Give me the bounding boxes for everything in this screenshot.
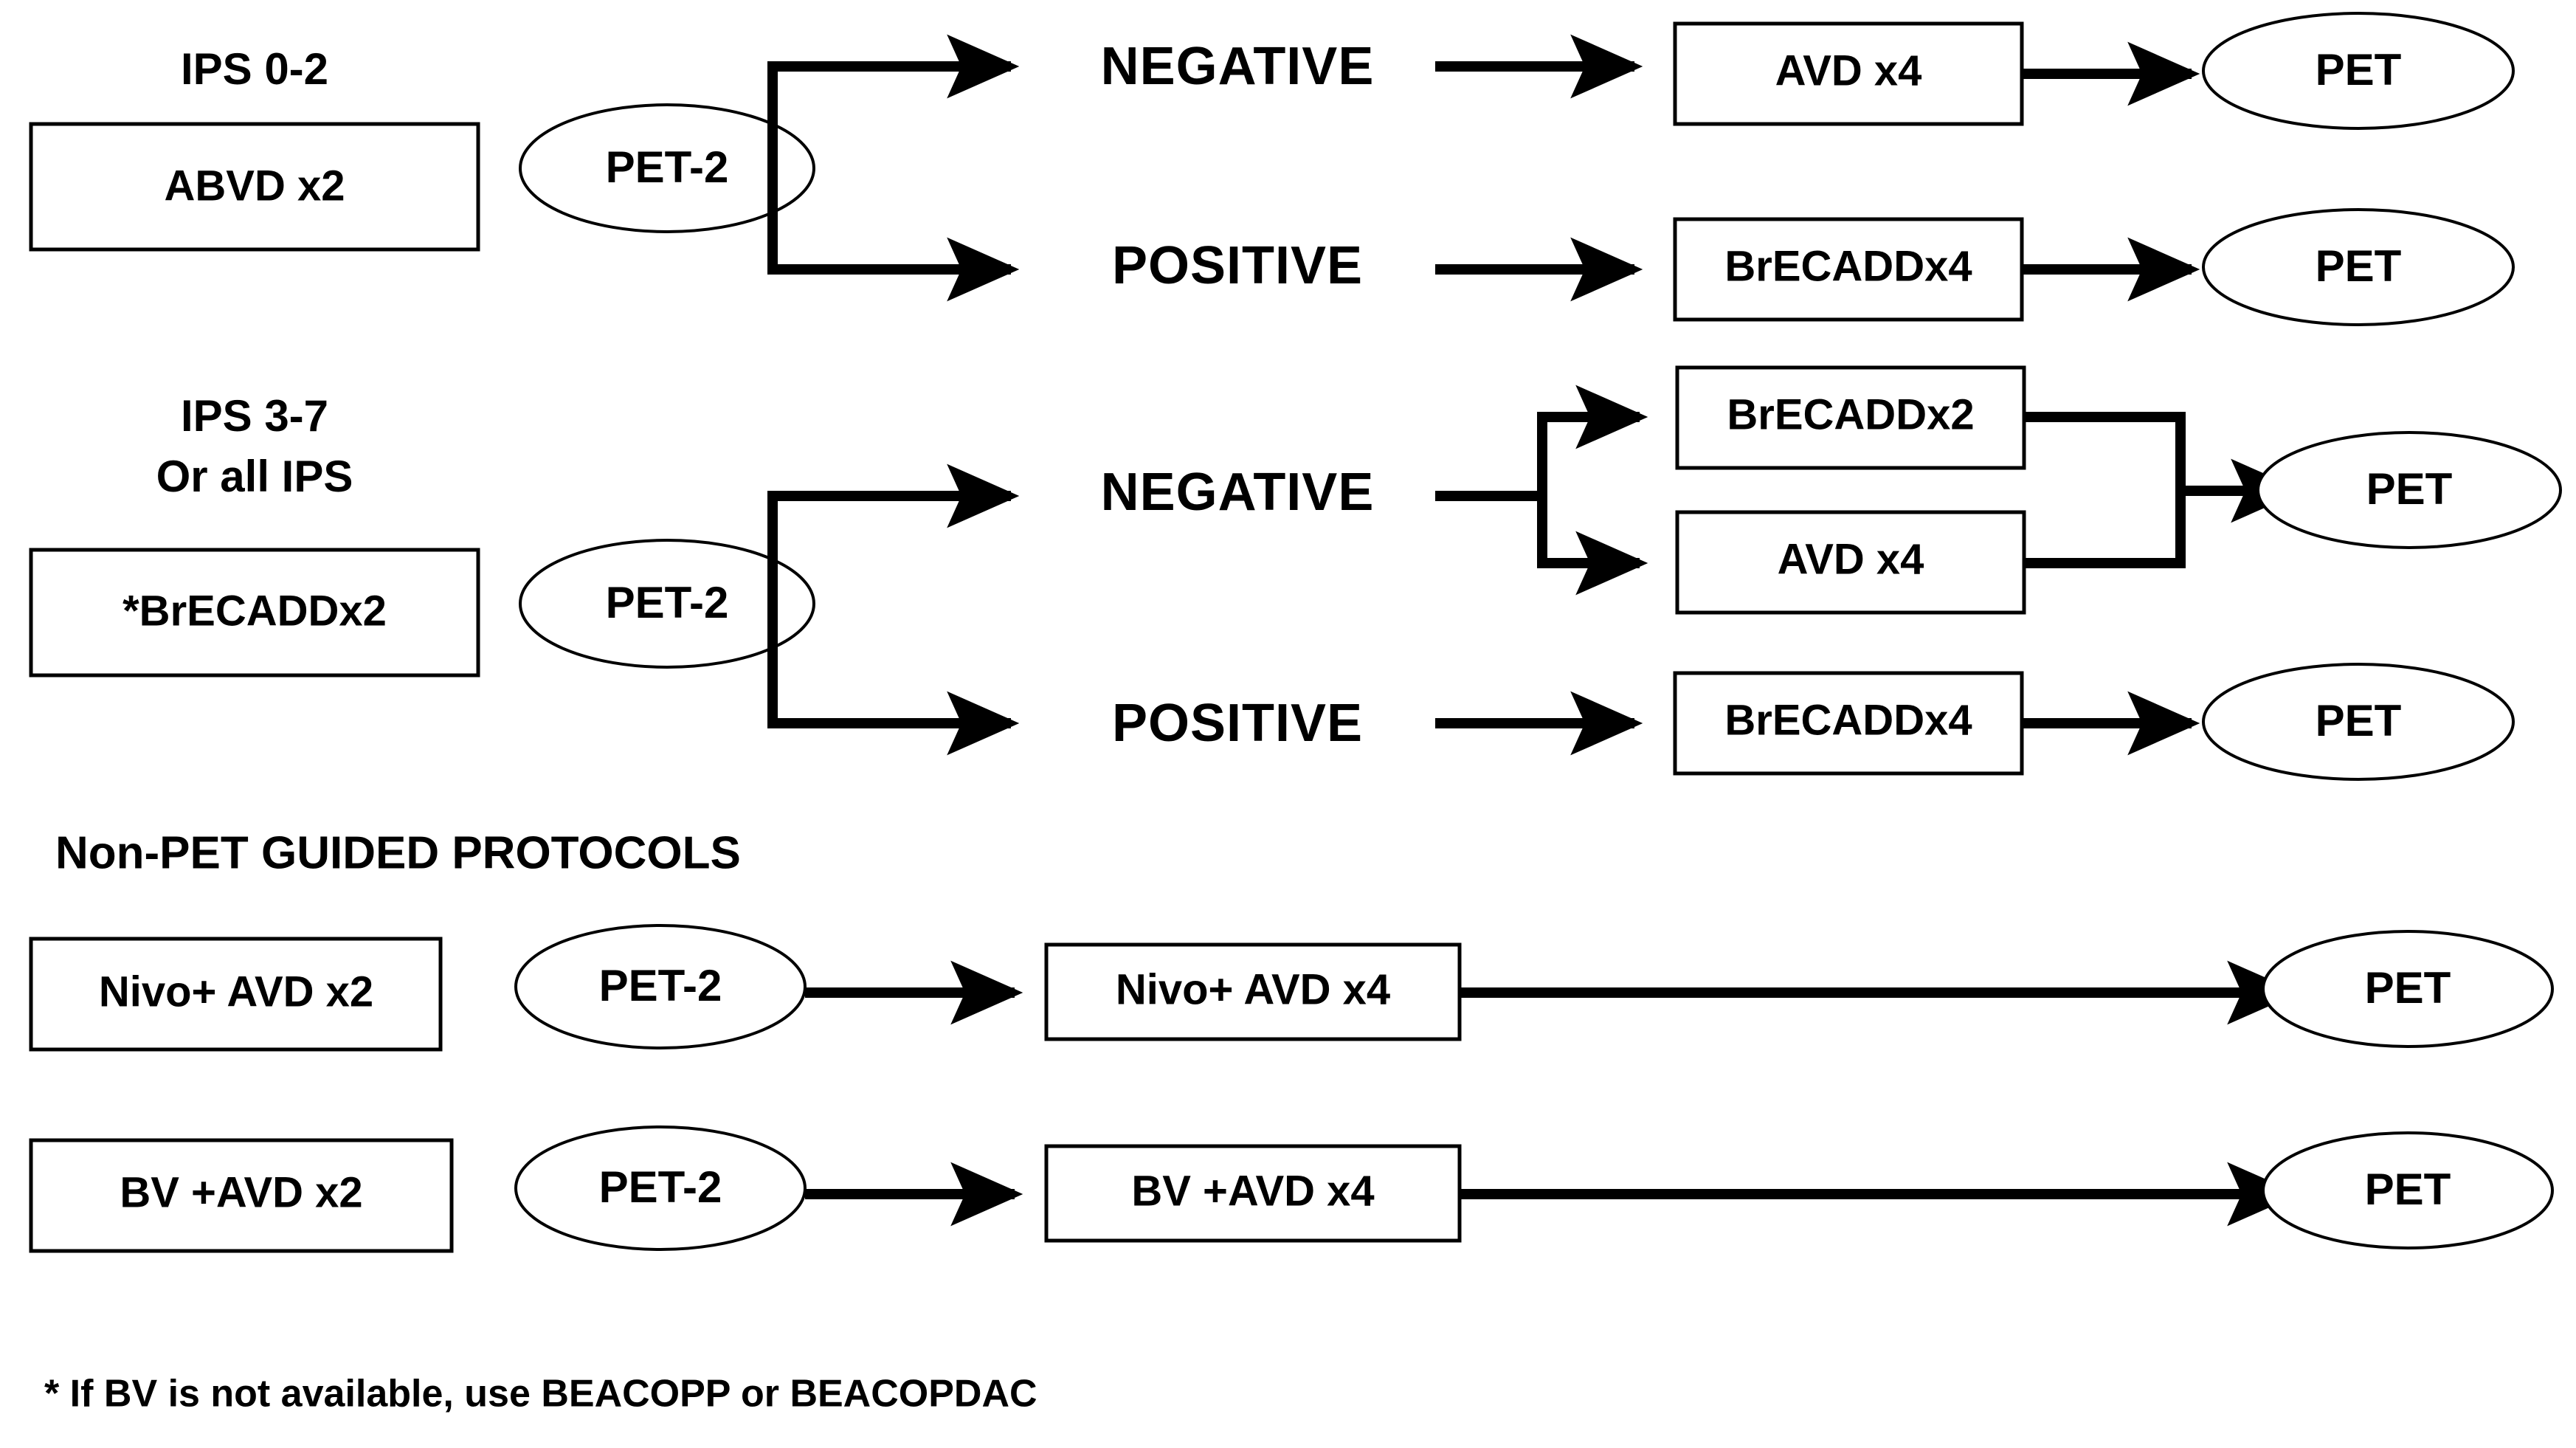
assessment-ellipse-pet2-group2-label: PET-2 (606, 578, 729, 627)
group-label-ips-0-2: IPS 0-2 (181, 44, 328, 94)
endpoint-ellipse-pet-g1-negative[interactable] (2202, 12, 2515, 130)
group-label-ips-3-7-line2: Or all IPS (156, 452, 353, 501)
assessment-ellipse-pet2-bv[interactable] (514, 1125, 807, 1251)
treatment-box-avd-x4-g2-label: AVD x4 (1778, 535, 1924, 583)
endpoint-ellipse-pet-g2-negative-label: PET (2366, 464, 2453, 514)
assessment-ellipse-pet2-group2[interactable] (519, 539, 815, 669)
group-ips-3-7: IPS 3-7 Or all IPS *BrECADDx2 PET-2 NEGA… (29, 365, 2562, 781)
endpoint-ellipse-pet-g2-negative[interactable] (2256, 431, 2562, 549)
start-box-nivo-avd-x2[interactable] (29, 937, 443, 1052)
treatment-box-nivo-avd-x4[interactable] (1044, 942, 1462, 1041)
endpoint-ellipse-pet-nivo-label: PET (2365, 963, 2451, 1013)
endpoint-ellipse-pet-g1-positive[interactable] (2202, 208, 2515, 326)
assessment-ellipse-pet2-bv-label: PET-2 (599, 1162, 722, 1212)
group-ips-0-2: IPS 0-2 ABVD x2 PET-2 NEGATIVE POSITIVE … (29, 12, 2515, 326)
treatment-box-brecadd-x4-g1[interactable] (1673, 217, 2024, 322)
start-box-abvd-x2-label: ABVD x2 (165, 162, 345, 210)
result-label-positive-g2: POSITIVE (1112, 694, 1363, 753)
treatment-box-brecadd-x2-g2-label: BrECADDx2 (1727, 390, 1974, 438)
result-label-negative-g1: NEGATIVE (1101, 37, 1375, 96)
endpoint-ellipse-pet-g1-negative-label: PET (2316, 45, 2402, 94)
start-box-brecadd-x2[interactable] (29, 548, 480, 678)
treatment-box-brecadd-x2-g2[interactable] (1675, 365, 2026, 470)
assessment-ellipse-pet2-nivo-label: PET-2 (599, 961, 722, 1010)
treatment-box-avd-x4-g2[interactable] (1675, 510, 2026, 615)
treatment-box-bv-avd-x4-label: BV +AVD x4 (1131, 1167, 1374, 1215)
start-box-nivo-avd-x2-label: Nivo+ AVD x2 (99, 968, 373, 1016)
treatment-box-brecadd-x4-g1-label: BrECADDx4 (1724, 242, 1972, 290)
footnote-text: * If BV is not available, use BEACOPP or… (44, 1373, 1037, 1416)
connector-pet2-to-positive-g1 (767, 66, 1020, 302)
assessment-ellipse-pet2-nivo[interactable] (514, 924, 807, 1049)
assessment-ellipse-pet2-group1[interactable] (519, 103, 815, 233)
section-non-pet-guided: Non-PET GUIDED PROTOCOLS Nivo+ AVD x2 PE… (29, 827, 2554, 1253)
section-heading-non-pet: Non-PET GUIDED PROTOCOLS (55, 827, 741, 878)
treatment-box-avd-x4-g1[interactable] (1673, 21, 2024, 126)
connector-split-to-brecadd-x2-g2 (1537, 385, 1648, 496)
endpoint-ellipse-pet-bv-label: PET (2365, 1165, 2451, 1214)
treatment-box-brecadd-x4-g2[interactable] (1673, 671, 2024, 776)
connector-merge-treatments-g2 (2024, 412, 2186, 568)
treatment-box-nivo-avd-x4-label: Nivo+ AVD x4 (1116, 965, 1390, 1013)
endpoint-ellipse-pet-g2-positive-label: PET (2316, 696, 2402, 745)
endpoint-ellipse-pet-bv[interactable] (2262, 1131, 2554, 1249)
start-box-brecadd-x2-label: *BrECADDx2 (122, 587, 387, 635)
result-label-positive-g1: POSITIVE (1112, 236, 1363, 295)
connector-split-to-avd-x4-g2 (1537, 496, 1648, 596)
start-box-abvd-x2[interactable] (29, 122, 480, 252)
assessment-ellipse-pet2-group1-label: PET-2 (606, 142, 729, 192)
treatment-box-avd-x4-g1-label: AVD x4 (1775, 46, 1922, 94)
treatment-box-brecadd-x4-g2-label: BrECADDx4 (1724, 696, 1972, 744)
endpoint-ellipse-pet-nivo[interactable] (2262, 930, 2554, 1048)
group-label-ips-3-7-line1: IPS 3-7 (181, 391, 328, 441)
start-box-bv-avd-x2[interactable] (29, 1138, 454, 1253)
result-label-negative-g2: NEGATIVE (1101, 463, 1375, 522)
connector-pet2-to-positive-g2 (767, 496, 1020, 756)
endpoint-ellipse-pet-g1-positive-label: PET (2316, 241, 2402, 291)
start-box-bv-avd-x2-label: BV +AVD x2 (120, 1168, 362, 1216)
endpoint-ellipse-pet-g2-positive[interactable] (2202, 663, 2515, 781)
